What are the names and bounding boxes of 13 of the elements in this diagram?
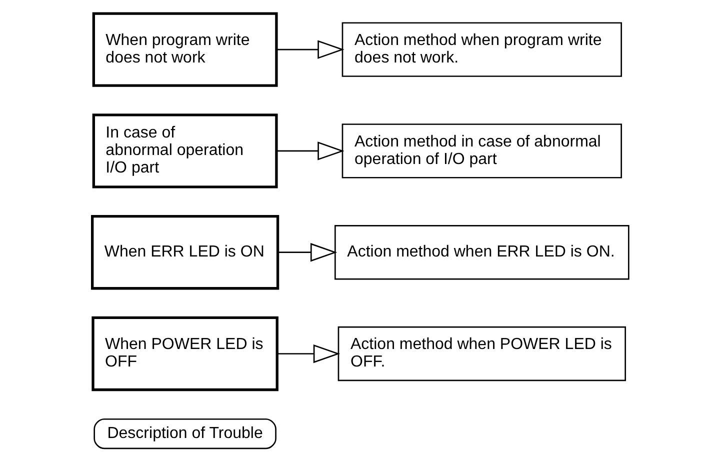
arrow — [276, 40, 344, 59]
node-box: Description of Trouble — [94, 418, 276, 450]
node-box: Action method when ERR LED is ON. — [334, 225, 630, 280]
node-box: Action method when POWER LED is OFF. — [338, 326, 626, 382]
node-box: When program write does not work — [92, 12, 278, 87]
node-box: Action method in case of abnormal operation of I/O part — [342, 124, 622, 178]
node-box: Action method when program write does not work. — [342, 22, 622, 77]
arrow — [277, 344, 340, 364]
node-box: When POWER LED is OFF — [92, 316, 278, 392]
arrow — [276, 142, 344, 160]
node-box: When ERR LED is ON — [91, 214, 280, 290]
node-box: In case of abnormal operation I/O part — [92, 114, 278, 188]
arrow — [278, 243, 338, 262]
